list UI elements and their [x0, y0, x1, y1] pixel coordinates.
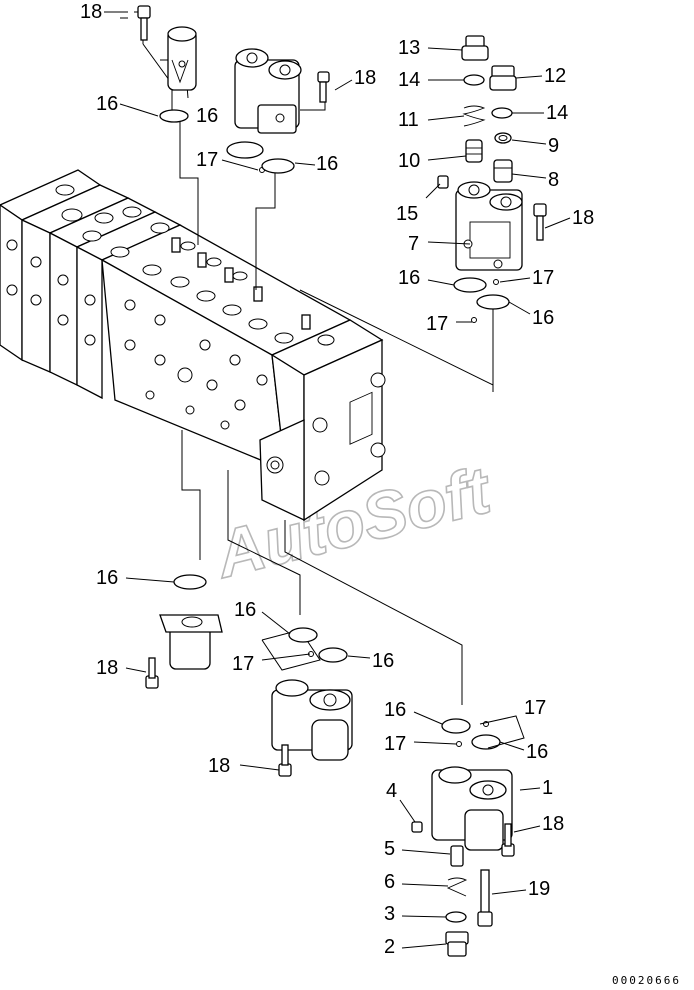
callout-18-a: 18 [80, 1, 102, 23]
callout-19: 19 [528, 878, 550, 900]
callout-16-h: 16 [372, 650, 394, 672]
callout-18-d: 18 [96, 657, 118, 679]
bottom-right-valve-assembly [411, 715, 525, 957]
callout-17-e: 17 [524, 697, 546, 719]
callout-6: 6 [384, 871, 395, 893]
callout-16-c: 16 [316, 153, 338, 175]
callout-16-e: 16 [532, 307, 554, 329]
callout-16-j: 16 [526, 741, 548, 763]
callout-labels: 18 16 16 17 16 18 13 14 12 11 14 9 10 8 … [80, 1, 594, 958]
callout-8: 8 [548, 169, 559, 191]
callout-leaders [119, 47, 571, 949]
callout-17-c: 17 [426, 313, 448, 335]
callout-16-b: 16 [196, 105, 218, 127]
callout-3: 3 [384, 903, 395, 925]
callout-18-b: 18 [354, 67, 376, 89]
callout-12: 12 [544, 65, 566, 87]
callout-18-f: 18 [542, 813, 564, 835]
top-left-solenoid-assembly [137, 5, 197, 123]
callout-17-d: 17 [232, 653, 254, 675]
callout-18-e: 18 [208, 755, 230, 777]
callout-18-c: 18 [572, 207, 594, 229]
callout-15: 15 [396, 203, 418, 225]
callout-14-b: 14 [546, 102, 568, 124]
callout-7: 7 [408, 233, 419, 255]
callout-17-f: 17 [384, 733, 406, 755]
callout-5: 5 [384, 838, 395, 860]
callout-16-d: 16 [398, 267, 420, 289]
callout-14-a: 14 [398, 69, 420, 91]
callout-10: 10 [398, 150, 420, 172]
leader-lines [104, 11, 494, 705]
callout-17-b: 17 [532, 267, 554, 289]
callout-9: 9 [548, 135, 559, 157]
callout-16-i: 16 [384, 699, 406, 721]
callout-13: 13 [398, 37, 420, 59]
bottom-center-solenoid-assembly [261, 627, 353, 777]
drawing-number: 00020666 [612, 974, 681, 987]
bottom-left-cover-assembly [145, 574, 223, 689]
callout-11: 11 [398, 109, 419, 131]
callout-17-a: 17 [196, 149, 218, 171]
callout-16-g: 16 [234, 599, 256, 621]
main-control-valve-body [0, 169, 386, 522]
top-right-valve-assembly [437, 35, 547, 323]
callout-1: 1 [542, 777, 553, 799]
top-center-solenoid-assembly [226, 48, 330, 174]
callout-2: 2 [384, 936, 395, 958]
callout-4: 4 [386, 780, 397, 802]
callout-16-a: 16 [96, 93, 118, 115]
callout-16-f: 16 [96, 567, 118, 589]
